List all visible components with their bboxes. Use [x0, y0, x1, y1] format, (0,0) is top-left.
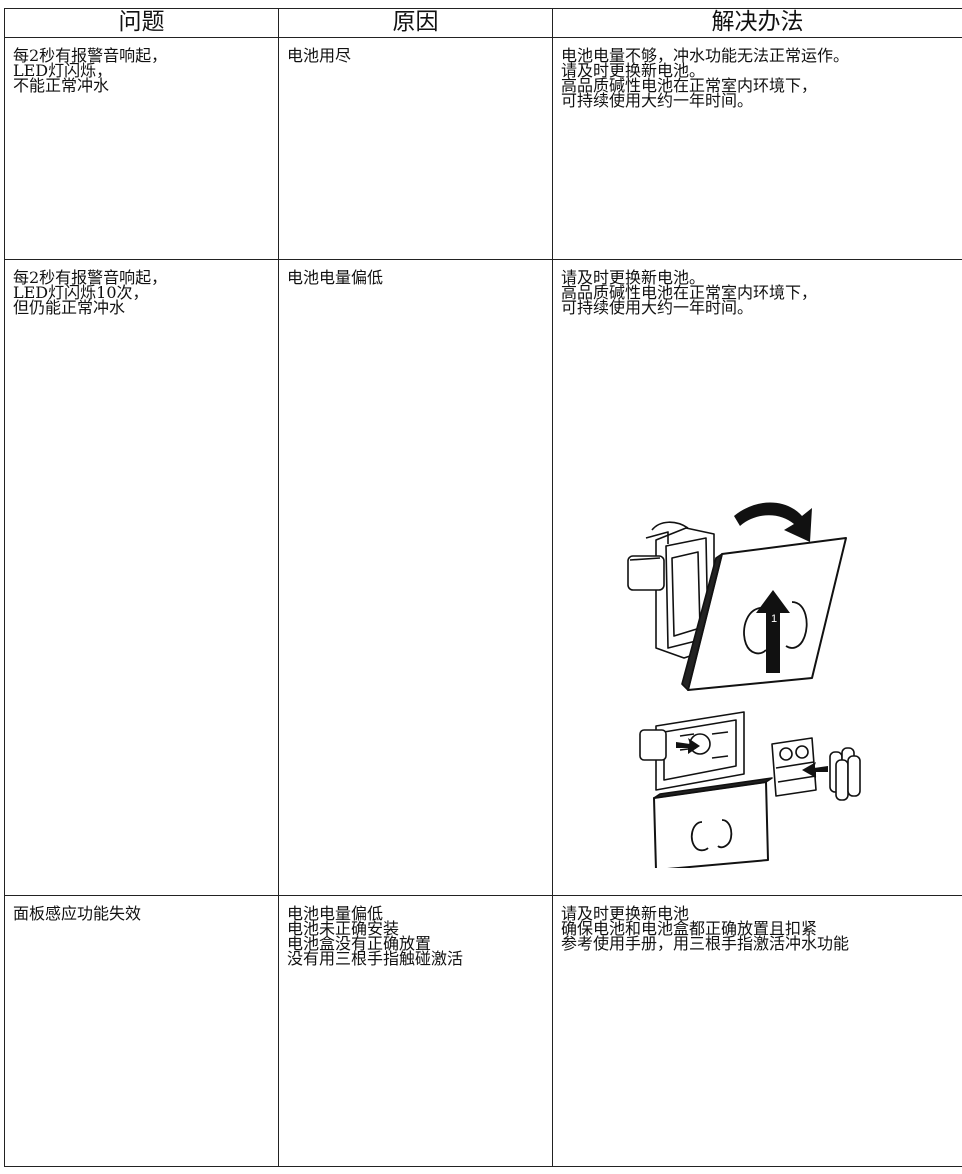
solution-line: 确保电池和电池盒都正确放置且扣紧 — [561, 919, 818, 938]
panel-housing-bottom — [639, 711, 745, 791]
arrow-up-icon — [756, 590, 790, 673]
solution-line: 请及时更换新电池 — [561, 904, 690, 923]
problem-line: LED灯闪烁10次， — [13, 283, 149, 302]
problem-line: 但仍能正常冲水 — [13, 298, 126, 317]
problem-line: 每2秒有报警音响起， — [13, 268, 168, 287]
battery-replacement-illustration: 1 2 — [627, 502, 861, 868]
problem-line: 不能正常冲水 — [13, 76, 110, 95]
solution-line: 参考使用手册，用三根手指激活冲水功能 — [561, 934, 850, 953]
solution-line: 请及时更换新电池。 — [561, 268, 706, 287]
cause-line: 电池用尽 — [287, 46, 352, 65]
table-row: 每2秒有报警音响起， LED灯闪烁， 不能正常冲水 电池用尽 电池电量不够，冲水… — [4, 37, 962, 260]
solution-line: 高品质碱性电池在正常室内环境下， — [561, 283, 818, 302]
cause-cell: 电池用尽 — [278, 37, 553, 260]
header-problem: 问题 — [4, 8, 279, 38]
solution-cell: 请及时更换新电池 确保电池和电池盒都正确放置且扣紧 参考使用手册，用三根手指激活… — [552, 895, 962, 1167]
table-header-row: 问题 原因 解决办法 — [4, 8, 962, 38]
step-label-2: 2 — [775, 535, 781, 547]
problem-line: 面板感应功能失效 — [13, 904, 142, 923]
table-row: 每2秒有报警音响起， LED灯闪烁10次， 但仍能正常冲水 电池电量偏低 请及时… — [4, 259, 962, 896]
cause-line: 电池电量偏低 — [287, 904, 384, 923]
problem-line: LED灯闪烁， — [13, 61, 113, 80]
cause-line: 电池盒没有正确放置 — [287, 934, 432, 953]
cause-line: 没有用三根手指触碰激活 — [287, 949, 464, 968]
battery-icon — [829, 747, 861, 801]
cause-line: 电池未正确安装 — [287, 919, 400, 938]
header-cause: 原因 — [278, 8, 553, 38]
problem-cell: 每2秒有报警音响起， LED灯闪烁， 不能正常冲水 — [4, 37, 279, 260]
solution-cell: 电池电量不够，冲水功能无法正常运作。 请及时更换新电池。 高品质碱性电池在正常室… — [552, 37, 962, 260]
solution-line: 电池电量不够，冲水功能无法正常运作。 — [561, 46, 850, 65]
problem-line: 每2秒有报警音响起， — [13, 46, 168, 65]
header-solution: 解决办法 — [552, 8, 962, 38]
battery-box — [771, 737, 817, 797]
troubleshooting-table: 问题 原因 解决办法 每2秒有报警音响起， LED灯闪烁， 不能正常冲水 电池用… — [4, 8, 962, 1167]
step-label-1: 1 — [771, 613, 777, 625]
cause-line: 电池电量偏低 — [287, 268, 384, 287]
table-row: 面板感应功能失效 电池电量偏低 电池未正确安装 电池盒没有正确放置 没有用三根手… — [4, 895, 962, 1167]
solution-line: 可持续使用大约一年时间。 — [561, 91, 754, 110]
solution-line: 高品质碱性电池在正常室内环境下， — [561, 76, 818, 95]
cause-cell: 电池电量偏低 电池未正确安装 电池盒没有正确放置 没有用三根手指触碰激活 — [278, 895, 553, 1167]
small-arrow-icon — [676, 738, 828, 778]
solution-line: 可持续使用大约一年时间。 — [561, 298, 754, 317]
solution-line: 请及时更换新电池。 — [561, 61, 706, 80]
problem-cell: 面板感应功能失效 — [4, 895, 279, 1167]
flush-panel-bottom — [653, 777, 773, 868]
cause-cell: 电池电量偏低 — [278, 259, 553, 896]
curved-arrow-icon — [734, 502, 812, 542]
problem-cell: 每2秒有报警音响起， LED灯闪烁10次， 但仍能正常冲水 — [4, 259, 279, 896]
